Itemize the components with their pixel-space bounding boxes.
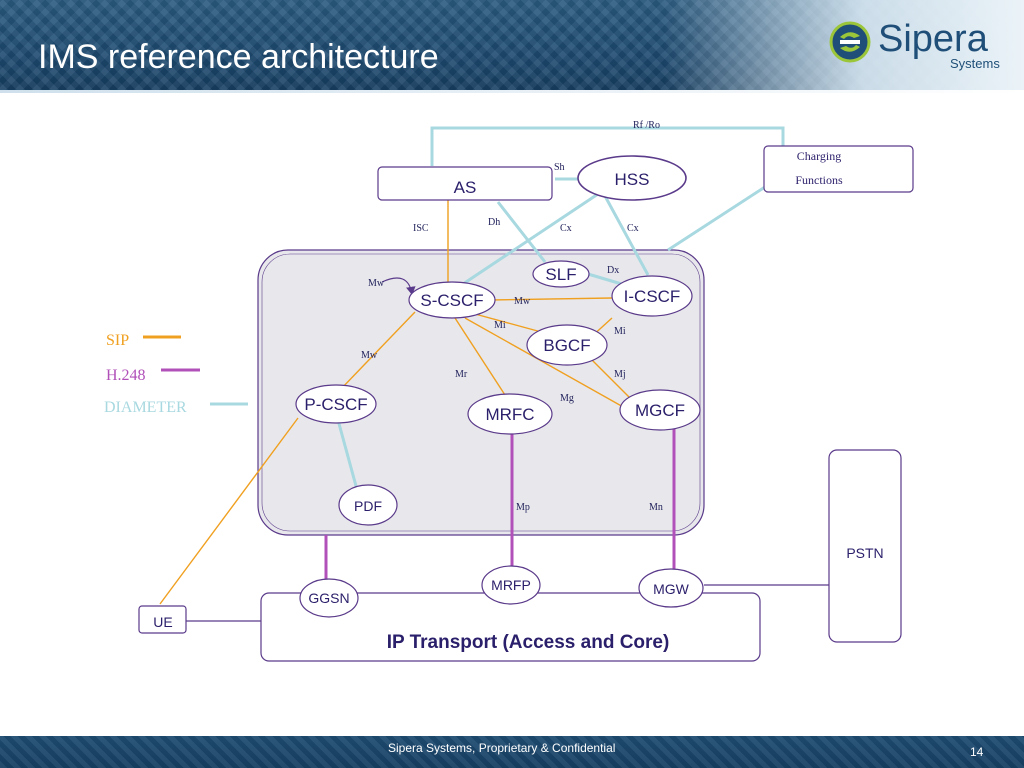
footer-pattern <box>0 736 1024 768</box>
rf-ro-link <box>430 126 785 166</box>
slide-title: IMS reference architecture <box>38 38 439 76</box>
ims-core-domain-inner <box>261 253 701 532</box>
cx-scscf-link <box>459 192 599 288</box>
mrfp-node <box>481 565 541 605</box>
nodes <box>138 145 914 662</box>
mi-s-interface-label: Mi <box>494 320 506 331</box>
mw-loop-interface-label: Mw <box>368 278 385 289</box>
i-cscf-label: I-CSCF <box>624 287 681 306</box>
mg-link <box>464 317 626 409</box>
ue-sip-link <box>159 417 299 605</box>
mr-link <box>454 317 506 396</box>
mn-interface-label: Mn <box>649 502 663 513</box>
ims-core-domain <box>257 249 705 536</box>
pdf-link <box>336 419 358 487</box>
h248-links <box>324 424 676 580</box>
charging-label-line1: Charging <box>797 149 841 163</box>
s-cscf-node <box>408 281 496 319</box>
mgw-label: MGW <box>653 581 690 597</box>
bgcf-label: BGCF <box>543 336 590 355</box>
footer-text: Sipera Systems, Proprietary & Confidenti… <box>388 741 616 755</box>
sh-interface-label: Sh <box>554 162 565 173</box>
mw-s-i-link <box>489 297 613 301</box>
mi-s-bgcf-link <box>474 313 546 334</box>
legend: SIP H.248 DIAMETER <box>104 332 248 416</box>
mrfc-node <box>467 393 553 435</box>
legend-sip-label: SIP <box>106 332 129 349</box>
sipera-logo-icon <box>829 21 871 63</box>
hss-node <box>577 155 687 201</box>
pstn-node <box>828 449 902 643</box>
s-cscf-label: S-CSCF <box>420 291 483 310</box>
pdf-node <box>338 484 398 526</box>
ggsn-label: GGSN <box>308 590 349 606</box>
mp-interface-label: Mp <box>516 502 530 513</box>
sipera-logo: Sipera Systems <box>826 16 1016 74</box>
i-cscf-node <box>611 275 693 317</box>
cx-interface-label-2: Cx <box>627 223 639 234</box>
p-cscf-node <box>295 384 377 424</box>
mw-loop-arrow <box>381 277 416 296</box>
mw-s-i-interface-label: Mw <box>514 296 531 307</box>
as-label: AS <box>454 178 477 197</box>
mgcf-node <box>619 389 701 431</box>
dh-interface-label: Dh <box>488 217 500 228</box>
diameter-links <box>336 126 785 487</box>
ue-label: UE <box>153 614 172 630</box>
dx-link <box>587 272 626 287</box>
mgcf-label: MGCF <box>635 401 685 420</box>
sip-links <box>159 200 631 605</box>
charging-link <box>667 183 769 252</box>
pstn-label: PSTN <box>846 545 883 561</box>
charging-label-line2: Functions <box>795 173 843 187</box>
ip-transport-label: IP Transport (Access and Core) <box>387 632 670 653</box>
page-number: 14 <box>970 745 984 759</box>
slf-label: SLF <box>545 265 576 284</box>
mrfp-label: MRFP <box>491 577 531 593</box>
isc-interface-label: ISC <box>413 223 429 234</box>
p-cscf-label: P-CSCF <box>304 395 367 414</box>
hss-label: HSS <box>615 170 650 189</box>
mr-interface-label: Mr <box>455 369 468 380</box>
cx-interface-label-1: Cx <box>560 223 572 234</box>
pdf-label: PDF <box>354 498 382 514</box>
dh-link <box>496 201 547 263</box>
mw-p-interface-label: Mw <box>361 350 378 361</box>
rf-ro-interface-label: Rf /Ro <box>633 120 660 131</box>
slide-footer: Sipera Systems, Proprietary & Confidenti… <box>0 736 1024 768</box>
logo-subtitle: Systems <box>950 56 1000 71</box>
mi-i-interface-label: Mi <box>614 326 626 337</box>
ggsn-node <box>299 578 359 618</box>
as-node <box>377 166 553 201</box>
mj-link <box>589 357 631 399</box>
bgcf-node <box>526 324 608 366</box>
mgw-node <box>638 568 704 608</box>
legend-diameter-label: DIAMETER <box>104 399 187 416</box>
mw-p-s-link <box>339 311 416 391</box>
mg-interface-label: Mg <box>560 393 574 404</box>
mj-interface-label: Mj <box>614 369 626 380</box>
header-rule <box>0 90 1024 93</box>
charging-functions-node <box>763 145 914 193</box>
dx-interface-label: Dx <box>607 265 619 276</box>
ue-node <box>138 605 187 634</box>
mrfc-label: MRFC <box>485 405 534 424</box>
logo-wordmark: Sipera <box>878 18 988 60</box>
cx-icscf-link <box>603 195 650 276</box>
slf-node <box>532 260 590 288</box>
legend-h248-label: H.248 <box>106 367 146 384</box>
